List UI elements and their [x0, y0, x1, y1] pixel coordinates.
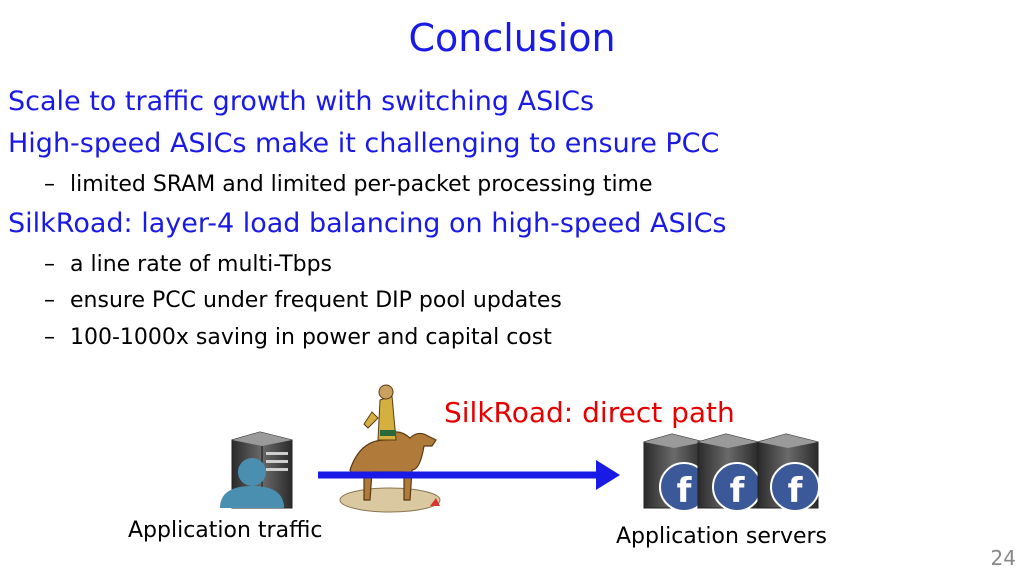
silkroad-path-label: SilkRoad: direct path [444, 396, 735, 429]
slide-title: Conclusion [408, 16, 616, 60]
facebook-badge-letter: f [788, 471, 804, 511]
facebook-server-icon: f [697, 433, 762, 512]
facebook-server-icon: f [643, 433, 709, 512]
sub-bullet-pcc-updates-text: ensure PCC under frequent DIP pool updat… [70, 288, 562, 313]
dash-marker: – [44, 252, 55, 277]
sub-bullet-pcc-updates: –ensure PCC under frequent DIP pool upda… [44, 288, 562, 313]
facebook-badge-letter: f [677, 471, 693, 511]
bullet-silkroad: SilkRoad: layer-4 load balancing on high… [8, 208, 727, 239]
facebook-server-icon: f [757, 433, 820, 512]
sub-bullet-sram-text: limited SRAM and limited per-packet proc… [70, 172, 653, 197]
dash-marker: – [44, 172, 55, 197]
application-servers-caption: Application servers [616, 524, 828, 549]
application-traffic-caption: Application traffic [128, 518, 323, 543]
sub-bullet-savings-text: 100-1000x saving in power and capital co… [70, 325, 552, 350]
arrow-icon [318, 460, 620, 490]
bullet-traffic-growth: Scale to traffic growth with switching A… [8, 86, 595, 117]
dash-marker: – [44, 288, 55, 313]
facebook-badge-letter: f [730, 471, 746, 511]
sub-bullet-line-rate-text: a line rate of multi-Tbps [70, 252, 333, 277]
bullet-challenge-pcc: High-speed ASICs make it challenging to … [8, 128, 720, 159]
user-icon [220, 458, 284, 508]
sub-bullet-line-rate: –a line rate of multi-Tbps [44, 252, 332, 277]
sub-bullet-savings: –100-1000x saving in power and capital c… [44, 325, 552, 350]
sub-bullet-sram: –limited SRAM and limited per-packet pro… [44, 172, 653, 197]
dash-marker: – [44, 325, 55, 350]
camel-rider-icon [339, 384, 441, 513]
page-number: 24 [990, 546, 1016, 570]
